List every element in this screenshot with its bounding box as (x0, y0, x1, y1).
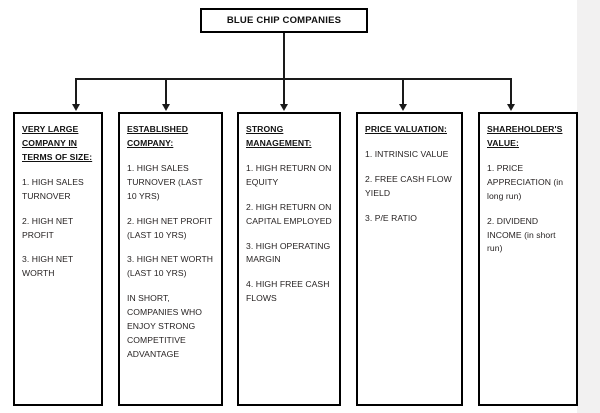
branch-box-established-company[interactable]: ESTABLISHED COMPANY: 1. HIGH SALES TURNO… (118, 112, 223, 406)
branch-item: 2. FREE CASH FLOW YIELD (365, 173, 452, 198)
branch-item-list-4: 1. INTRINSIC VALUE 2. FREE CASH FLOW YIE… (365, 148, 454, 226)
arrow-down-icon-5 (506, 104, 515, 111)
connector-drop-2 (165, 78, 167, 105)
branch-item: 1. HIGH RETURN ON EQUITY (246, 162, 332, 187)
connector-drop-5 (510, 78, 512, 105)
connector-stem (283, 33, 285, 79)
branch-header-5: SHAREHOLDER'S VALUE: (487, 124, 563, 148)
branch-header-2: ESTABLISHED COMPANY: (127, 124, 189, 148)
branch-item-list-5: 1. PRICE APPRECIATION (in long run) 2. D… (487, 162, 569, 257)
branch-item: 1. HIGH SALES TURNOVER (22, 176, 84, 201)
branch-box-very-large-company[interactable]: VERY LARGE COMPANY IN TERMS OF SIZE: 1. … (13, 112, 103, 406)
arrow-down-icon-3 (279, 104, 288, 111)
branch-item: 3. HIGH NET WORTH (22, 254, 74, 279)
branch-item-list-3: 1. HIGH RETURN ON EQUITY 2. HIGH RETURN … (246, 162, 332, 306)
arrow-down-icon-1 (71, 104, 80, 111)
branch-item: 2. HIGH RETURN ON CAPITAL EMPLOYED (246, 201, 332, 226)
arrow-down-icon-4 (398, 104, 407, 111)
root-node-label: BLUE CHIP COMPANIES (226, 15, 342, 26)
branch-item: 2. DIVIDEND INCOME (in short run) (487, 215, 556, 254)
connector-drop-4 (402, 78, 404, 105)
connector-drop-1 (75, 78, 77, 105)
branch-header-3: STRONG MANAGEMENT: (246, 124, 312, 148)
page-margin-gutter (577, 0, 600, 413)
branch-box-shareholders-value[interactable]: SHAREHOLDER'S VALUE: 1. PRICE APPRECIATI… (478, 112, 578, 406)
branch-item: 3. P/E RATIO (365, 212, 418, 223)
arrow-down-icon-2 (161, 104, 170, 111)
connector-bus (75, 78, 512, 80)
branch-item-list-2: 1. HIGH SALES TURNOVER (LAST 10 YRS) 2. … (127, 162, 214, 362)
branch-item: IN SHORT, COMPANIES WHO ENJOY STRONG COM… (127, 293, 202, 359)
root-node-blue-chip-companies[interactable]: BLUE CHIP COMPANIES (200, 8, 368, 33)
branch-item: 2. HIGH NET PROFIT (LAST 10 YRS) (127, 215, 213, 240)
branch-box-price-valuation[interactable]: PRICE VALUATION: 1. INTRINSIC VALUE 2. F… (356, 112, 463, 406)
branch-header-1: VERY LARGE COMPANY IN TERMS OF SIZE: (22, 124, 93, 162)
branch-item: 3. HIGH OPERATING MARGIN (246, 240, 331, 265)
connector-drop-3 (283, 78, 285, 105)
branch-item: 1. HIGH SALES TURNOVER (LAST 10 YRS) (127, 162, 203, 201)
branch-item-list-1: 1. HIGH SALES TURNOVER 2. HIGH NET PROFI… (22, 176, 94, 282)
branch-item: 2. HIGH NET PROFIT (22, 215, 74, 240)
branch-item: 3. HIGH NET WORTH (LAST 10 YRS) (127, 254, 213, 279)
branch-header-4: PRICE VALUATION: (365, 124, 447, 134)
branch-box-strong-management[interactable]: STRONG MANAGEMENT: 1. HIGH RETURN ON EQU… (237, 112, 341, 406)
branch-item: 4. HIGH FREE CASH FLOWS (246, 279, 330, 304)
branch-item: 1. PRICE APPRECIATION (in long run) (487, 162, 564, 201)
branch-item: 1. INTRINSIC VALUE (365, 148, 449, 159)
